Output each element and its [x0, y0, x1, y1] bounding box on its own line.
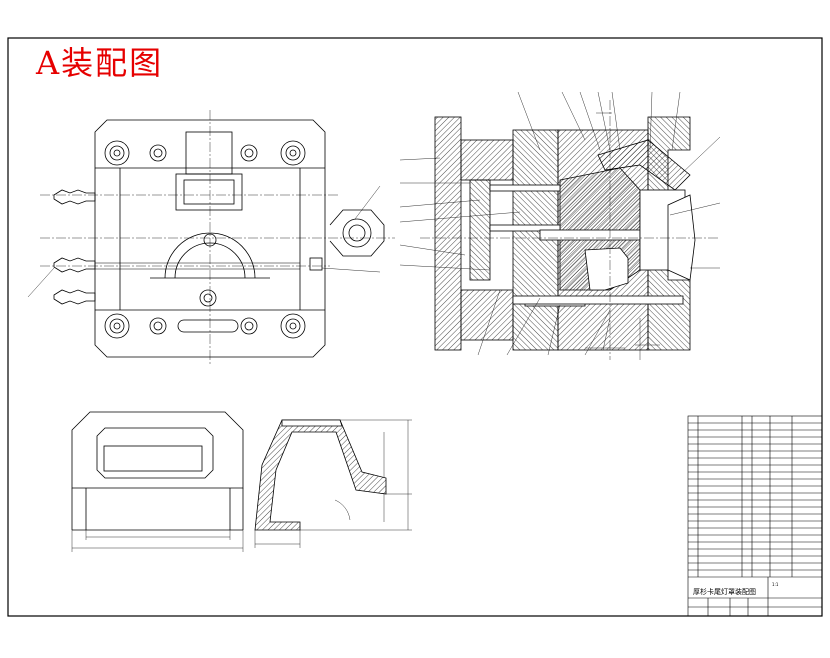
section-view-centerlines	[420, 100, 720, 360]
bom-table	[687, 415, 823, 617]
part-front-dimensions	[71, 530, 244, 552]
sheet-border	[7, 37, 823, 617]
section-dimensions	[585, 112, 660, 349]
titleblock-scale: 1:1	[772, 582, 779, 587]
section-view	[434, 116, 696, 351]
section-view-leaders	[399, 91, 721, 360]
top-view	[53, 119, 385, 358]
top-view-centerlines	[40, 110, 395, 365]
part-section-dimensions	[254, 419, 412, 548]
part-front-view	[71, 411, 244, 531]
titleblock-product-name: 厚杉卡尾灯罩装配图	[693, 588, 756, 596]
drawing-title: A装配图	[36, 44, 164, 82]
top-view-leaders	[27, 185, 381, 298]
part-section-view	[254, 419, 387, 531]
